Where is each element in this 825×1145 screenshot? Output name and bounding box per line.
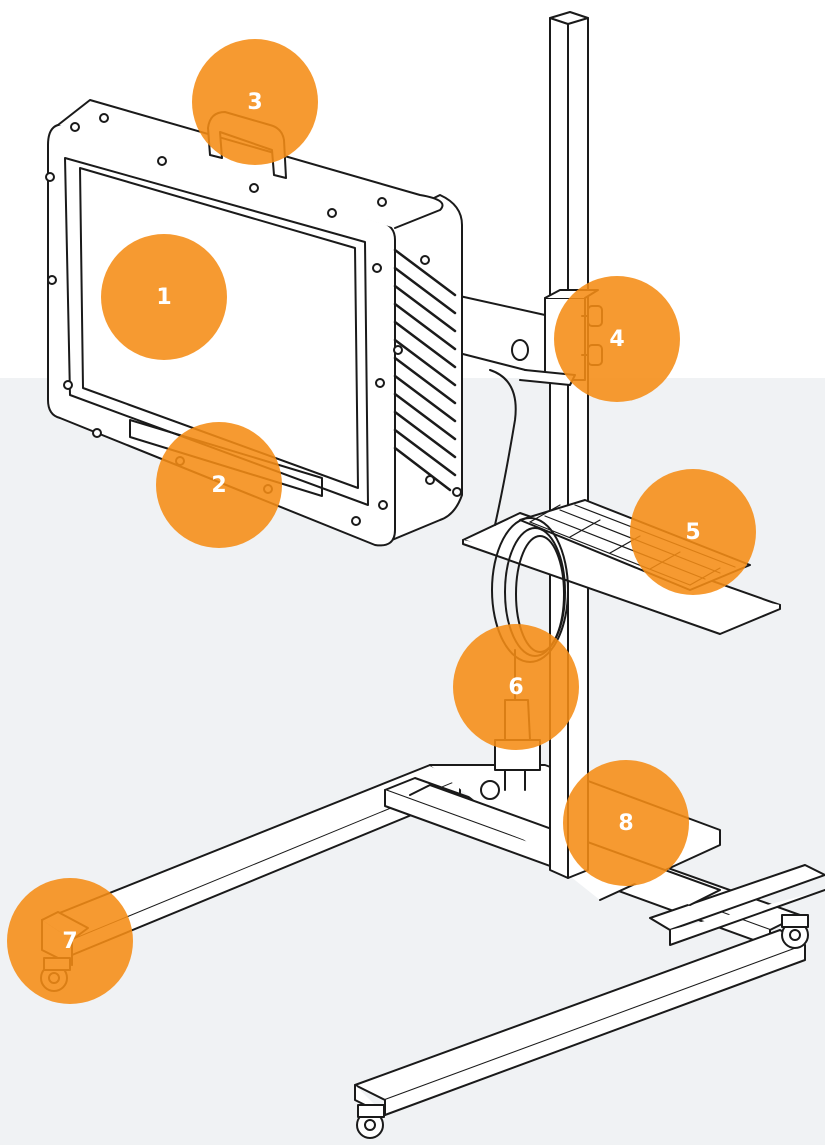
callout-4-knobs: 4 (554, 276, 680, 402)
mount-arm (454, 294, 576, 386)
callout-8-base-joint: 8 (563, 760, 689, 886)
callout-3-handle: 3 (192, 39, 318, 165)
callout-2-slot: 2 (156, 422, 282, 548)
callout-6-plug: 6 (453, 624, 579, 750)
callout-1-monitor: 1 (101, 234, 227, 360)
base-frame (41, 764, 825, 1116)
callout-5-keyboard: 5 (630, 469, 756, 595)
column (544, 11, 599, 879)
callout-7-caster: 7 (7, 878, 133, 1004)
